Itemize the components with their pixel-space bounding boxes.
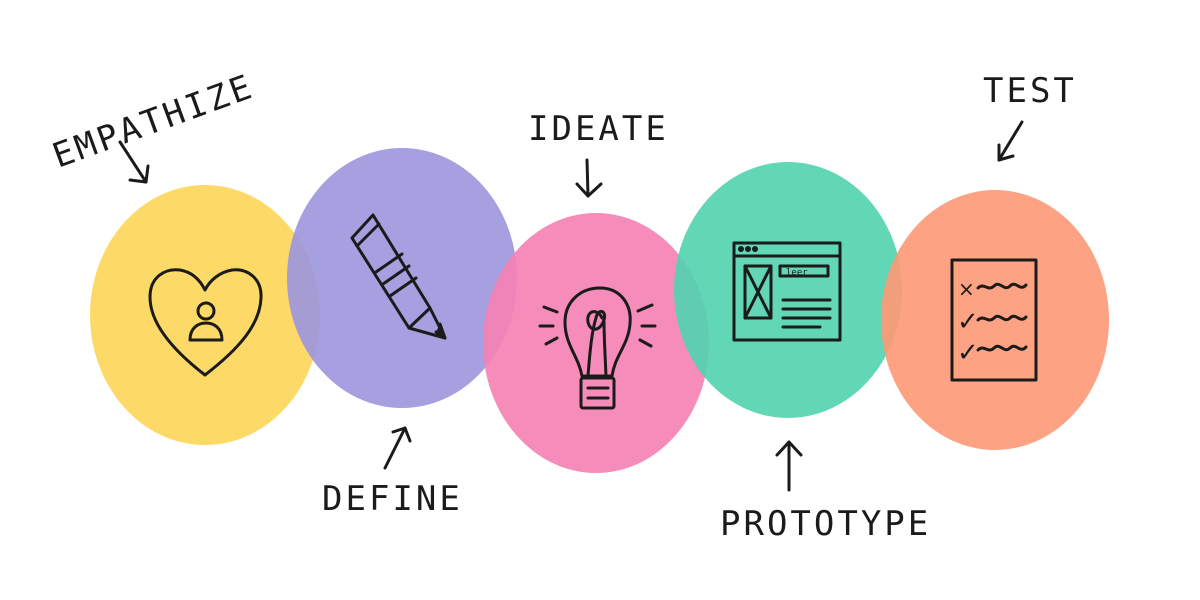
test-label: TEST xyxy=(983,71,1077,111)
checklist-mark-check: ✓ xyxy=(957,307,979,337)
empathize-circle xyxy=(90,185,320,445)
ideate-label: IDEATE xyxy=(528,109,669,149)
prototype-label: PROTOTYPE xyxy=(720,504,931,544)
test-arrow xyxy=(997,120,1024,162)
prototype-arrow xyxy=(775,440,803,492)
pencil-icon xyxy=(350,213,447,340)
empathize-arrow xyxy=(118,140,150,184)
lightbulb-icon xyxy=(538,286,657,410)
define-label: DEFINE xyxy=(322,479,463,519)
test-circle xyxy=(881,190,1109,450)
stage-circles xyxy=(90,148,1109,473)
wireframe-browser-icon xyxy=(732,241,842,342)
checklist-icon xyxy=(950,258,1038,382)
define-circle xyxy=(287,148,517,408)
empathize-label: EMPATHIZE xyxy=(47,67,259,177)
define-arrow xyxy=(383,426,412,470)
heart-user-icon xyxy=(148,268,263,377)
wireframe-scribble: leer xyxy=(786,268,808,278)
ideate-circle xyxy=(483,213,709,473)
prototype-circle xyxy=(674,162,902,418)
ideate-arrow xyxy=(575,158,603,198)
checklist-mark-check: ✓ xyxy=(957,338,979,368)
checklist-mark-x: × xyxy=(958,277,975,301)
